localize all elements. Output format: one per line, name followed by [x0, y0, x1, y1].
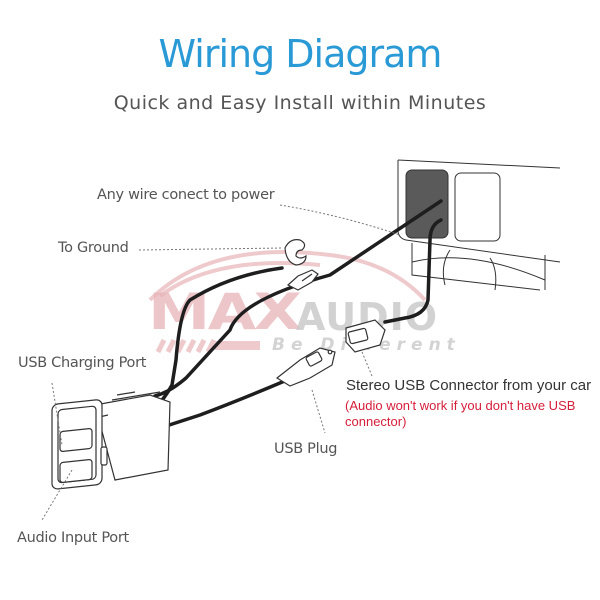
- leader-lines: [41, 204, 401, 521]
- audio-port-slot: [59, 459, 93, 483]
- label-ground: To Ground: [58, 240, 129, 256]
- label-stereo-usb-connector: Stereo USB Connector from your car: [346, 377, 592, 394]
- ground-wire: [153, 266, 284, 410]
- leader-power: [279, 204, 401, 236]
- stereo-usb-connector-icon: [345, 319, 386, 353]
- warning-note: (Audio won't work if you don't have USB …: [345, 398, 576, 429]
- leader-stereo-connector: [361, 351, 373, 377]
- fuse-slot-empty: [454, 172, 501, 242]
- diagram-title: Wiring Diagram: [158, 32, 443, 76]
- leader-audio-input: [41, 469, 73, 521]
- label-power: Any wire conect to power: [97, 187, 275, 203]
- leader-usb-plug: [311, 389, 326, 434]
- label-usb-charging-port: USB Charging Port: [18, 355, 147, 371]
- diagram-subtitle: Quick and Easy Install within Minutes: [113, 92, 487, 114]
- inline-fuse-icon: [286, 269, 319, 291]
- usb-plug-icon: [275, 347, 336, 387]
- label-audio-input-port: Audio Input Port: [17, 530, 129, 546]
- leader-ground: [138, 247, 284, 251]
- fuse-slot-dark: [405, 169, 449, 239]
- watermark-stripes: [155, 338, 260, 354]
- watermark-swoosh: [148, 250, 427, 302]
- leader-usb-charging: [51, 382, 63, 446]
- usb-port-slot: [59, 428, 93, 452]
- usb-switch-module: [51, 391, 171, 490]
- usb-wire: [158, 378, 289, 430]
- car-fuse-panel: [397, 159, 561, 291]
- ground-terminal-icon: [284, 239, 307, 266]
- label-usb-plug: USB Plug: [274, 441, 338, 457]
- stereo-wire: [383, 218, 443, 324]
